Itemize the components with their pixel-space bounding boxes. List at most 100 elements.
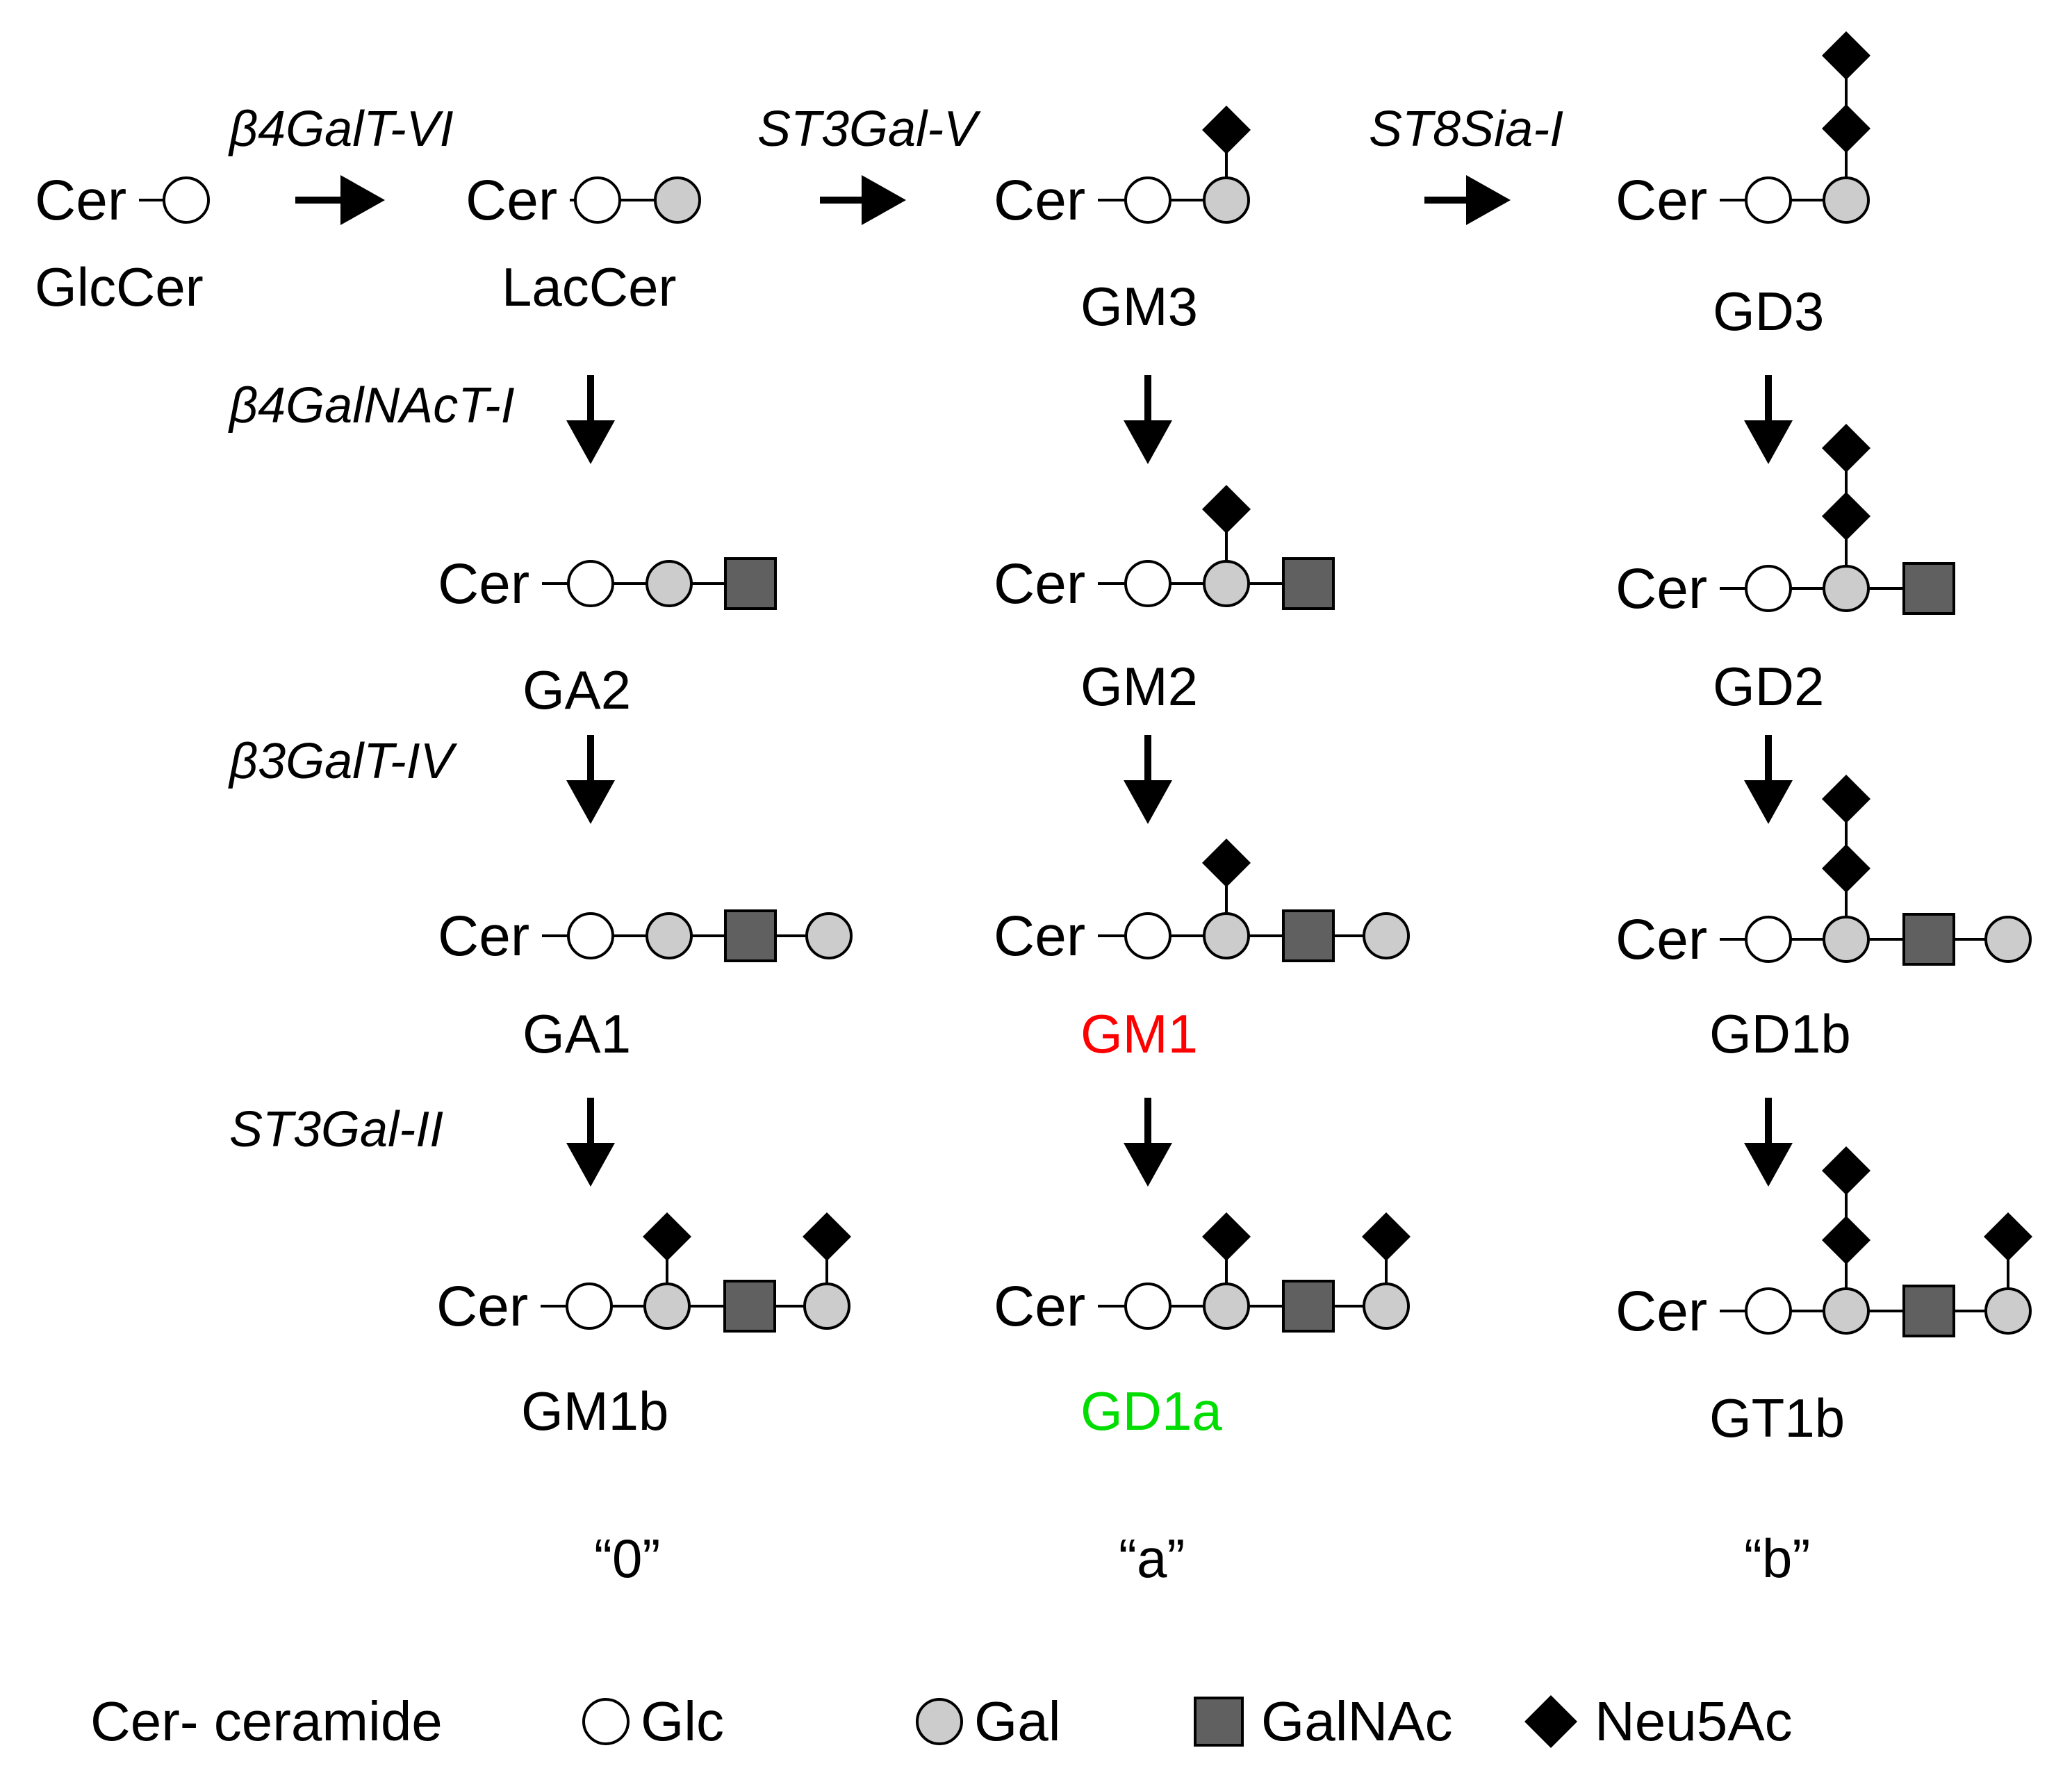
galnac-symbol <box>1902 1285 1955 1337</box>
arrow-down-icon <box>1124 375 1172 464</box>
structure-gm1b: Cer <box>436 1212 851 1338</box>
arrow-down-icon <box>1744 1098 1793 1187</box>
neu5ac-symbol <box>1822 424 1870 472</box>
gal-symbol <box>805 912 853 959</box>
enzyme-st8sia1: ST8Sia-I <box>1369 101 1563 157</box>
structure-gt1b: Cer <box>1615 1146 2032 1343</box>
glc-symbol <box>1745 1287 1792 1335</box>
legend-gal: Gal <box>974 1690 1061 1752</box>
label-gm1b: GM1b <box>521 1380 668 1442</box>
cer-text: Cer <box>436 1275 528 1338</box>
glc-symbol <box>567 560 614 607</box>
galnac-symbol <box>1282 1280 1335 1333</box>
cer-text: Cer <box>994 1275 1085 1338</box>
gal-symbol <box>1823 916 1870 963</box>
glc-symbol <box>1124 912 1171 959</box>
cer-text: Cer <box>1615 1280 1707 1343</box>
gal-symbol <box>1823 565 1870 612</box>
gal-symbol <box>1203 176 1250 224</box>
neu5ac-symbol <box>1822 1216 1870 1264</box>
structure-gm3: Cer <box>994 106 1251 232</box>
neu5ac-symbol <box>1202 485 1251 534</box>
gal-symbol <box>1203 560 1250 607</box>
cer-text: Cer <box>1615 169 1707 232</box>
enzyme-st3gal2: ST3Gal-II <box>229 1102 443 1157</box>
galnac-symbol <box>1282 909 1335 962</box>
enzyme-b3galt4: β3GalT-IV <box>228 734 458 789</box>
glc-symbol <box>1124 1283 1171 1330</box>
enzyme-b4galnact1: β4GalNAcT-I <box>228 378 515 434</box>
structure-gm1: Cer <box>994 839 1410 968</box>
cer-text: Cer <box>466 169 557 232</box>
galnac-legend-icon <box>1194 1697 1244 1747</box>
label-ga2: GA2 <box>523 659 631 720</box>
galnac-symbol <box>1902 562 1955 615</box>
gal-symbol <box>1984 916 2032 963</box>
legend-cer: Cer- ceramide <box>90 1690 443 1752</box>
label-gd1b: GD1b <box>1709 1003 1851 1064</box>
structure-gm2: Cer <box>994 485 1335 616</box>
legend: Cer- ceramide Glc Gal GalNAc Neu5Ac <box>90 1690 1793 1752</box>
gal-symbol <box>654 176 701 224</box>
enzyme-b4galt6: β4GalT-VI <box>228 101 454 157</box>
cer-text: Cer <box>438 552 529 616</box>
arrow-right-icon <box>820 175 906 225</box>
galnac-symbol <box>723 1280 776 1333</box>
structure-gd1a: Cer <box>994 1212 1411 1338</box>
glc-symbol <box>1124 176 1171 224</box>
cer-text: Cer <box>994 552 1085 616</box>
glc-symbol <box>574 176 621 224</box>
cer-text: Cer <box>1615 557 1707 620</box>
neu5ac-symbol <box>1202 1212 1251 1261</box>
neu5ac-symbol <box>1202 106 1251 154</box>
arrow-down-icon <box>566 1098 615 1187</box>
gal-symbol <box>803 1283 850 1330</box>
glc-symbol <box>1745 565 1792 612</box>
label-gm1: GM1 <box>1080 1003 1198 1064</box>
label-gm3: GM3 <box>1080 276 1198 337</box>
arrow-down-icon <box>1744 375 1793 464</box>
structure-ga1: Cer <box>438 905 853 968</box>
gal-symbol <box>1823 1287 1870 1335</box>
neu5ac-legend-icon <box>1524 1695 1577 1748</box>
arrow-right-icon <box>1424 175 1511 225</box>
neu5ac-symbol <box>1362 1212 1411 1261</box>
neu5ac-symbol <box>1822 1146 1870 1195</box>
glc-symbol <box>567 912 614 959</box>
label-gd3: GD3 <box>1713 281 1824 342</box>
enzyme-st3gal5: ST3Gal-V <box>757 101 981 157</box>
structure-ga2: Cer <box>438 552 777 616</box>
galnac-symbol <box>1902 913 1955 966</box>
gal-symbol <box>643 1283 691 1330</box>
glc-symbol <box>1745 176 1792 224</box>
gal-symbol <box>646 912 693 959</box>
galnac-symbol <box>724 909 777 962</box>
neu5ac-symbol <box>803 1212 851 1261</box>
galnac-symbol <box>1282 557 1335 610</box>
gal-legend-icon <box>916 1698 963 1745</box>
label-laccer: LacCer <box>502 256 676 318</box>
cer-text: Cer <box>1615 908 1707 971</box>
cer-text: Cer <box>438 905 529 968</box>
neu5ac-symbol <box>1822 775 1870 823</box>
gal-symbol <box>1363 912 1410 959</box>
label-gd1a: GD1a <box>1080 1380 1222 1442</box>
glc-symbol <box>1745 916 1792 963</box>
gal-symbol <box>1363 1283 1410 1330</box>
arrow-down-icon <box>566 375 615 464</box>
arrow-down-icon <box>1124 1098 1172 1187</box>
label-ga1: GA1 <box>523 1003 631 1064</box>
structure-gd3: Cer <box>1615 31 1870 232</box>
neu5ac-symbol <box>1822 844 1870 893</box>
neu5ac-symbol <box>1822 492 1870 541</box>
label-glccer: GlcCer <box>35 256 204 318</box>
glc-symbol <box>566 1283 613 1330</box>
cer-text: Cer <box>994 169 1085 232</box>
gal-symbol <box>646 560 693 607</box>
structure-gd2: Cer <box>1615 424 1955 620</box>
neu5ac-symbol <box>1202 839 1251 887</box>
structure-laccer: Cer <box>466 169 701 232</box>
series-label-b: “b” <box>1744 1528 1810 1589</box>
galnac-symbol <box>724 557 777 610</box>
